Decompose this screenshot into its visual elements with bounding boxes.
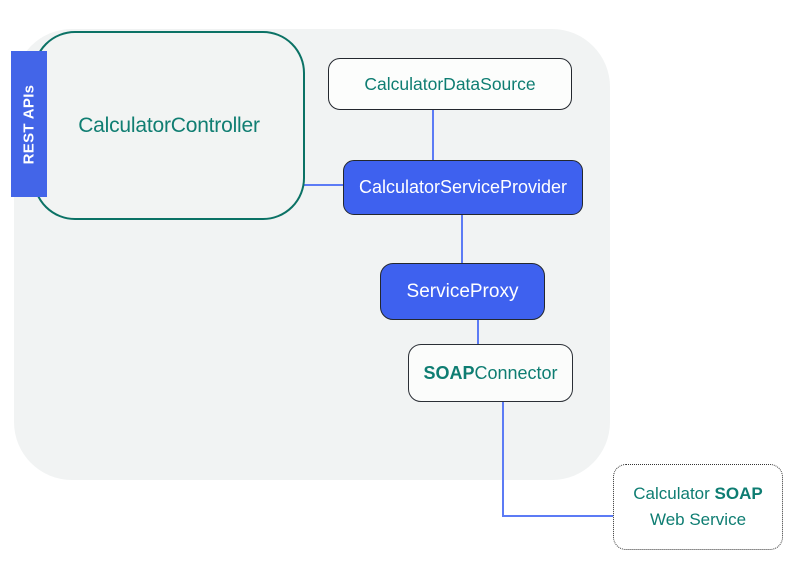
rest-apis-label: REST APIs <box>20 84 38 164</box>
soap-connector-label-bold-segment: SOAP <box>423 362 475 383</box>
calculator-data-source-label: CalculatorDataSource <box>364 73 536 94</box>
connector-serviceprovider-serviceproxy <box>461 213 463 265</box>
connector-serviceproxy-soapconnector <box>477 318 479 346</box>
connector-datasource-serviceprovider <box>432 109 434 162</box>
web-service-label-line2: Web Service <box>649 510 747 529</box>
web-service-label-line1-pre: Calculator <box>633 484 715 503</box>
service-proxy-node: ServiceProxy <box>380 263 545 320</box>
connector-soapconnector-webservice-horizontal <box>502 515 615 517</box>
web-service-label-line1: Calculator SOAP <box>633 481 762 507</box>
calculator-service-provider-node: CalculatorServiceProvider <box>343 160 583 215</box>
calculator-controller-node: CalculatorController <box>33 31 305 220</box>
soap-connector-label-rest-segment: Connector <box>474 362 558 383</box>
rest-apis-tab: REST APIs <box>11 51 47 197</box>
web-service-label-line1-bold: SOAP <box>714 484 763 503</box>
soap-connector-node: SOAPConnector <box>408 344 573 402</box>
calculator-controller-label: CalculatorController <box>78 113 260 137</box>
service-proxy-label: ServiceProxy <box>406 280 519 302</box>
connector-controller-serviceprovider <box>298 184 344 186</box>
soap-connector-label: SOAPConnector <box>423 363 557 384</box>
calculator-service-provider-label: CalculatorServiceProvider <box>358 177 568 197</box>
connector-soapconnector-webservice-vertical <box>502 400 504 517</box>
calculator-data-source-node: CalculatorDataSource <box>328 58 572 110</box>
calculator-soap-web-service-node: Calculator SOAP Web Service <box>613 464 783 550</box>
